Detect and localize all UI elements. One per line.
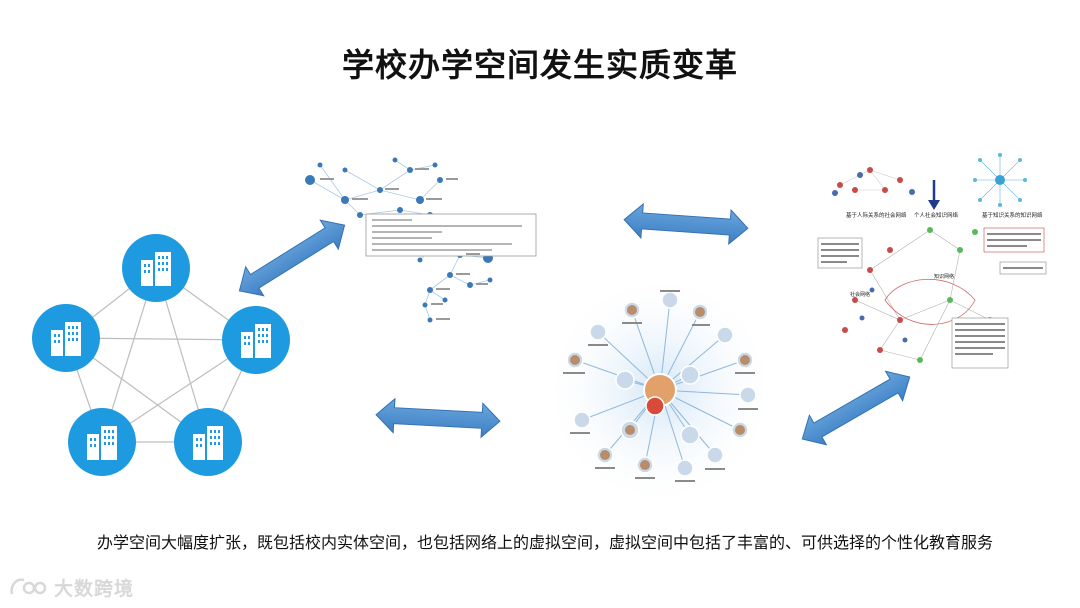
watermark-text: 大数跨境 xyxy=(54,577,135,600)
knowledge-label-personal: 个人社会知识网络 xyxy=(914,211,959,219)
double-arrow-icon xyxy=(238,219,346,297)
building-node-top xyxy=(122,234,190,302)
caption-text: 办学空间大幅度扩张，既包括校内实体空间，也包括网络上的虚拟空间，虚拟空间中包括了… xyxy=(96,533,993,552)
knowledge-label-social: 基于人际关系的社会网络 xyxy=(846,211,907,219)
building-node-bottom-left xyxy=(68,408,136,476)
double-arrow-icon xyxy=(801,370,911,446)
page-title: 学校办学空间发生实质变革 xyxy=(341,46,738,84)
building-node-bottom-right xyxy=(174,408,242,476)
building-node-left xyxy=(32,304,100,372)
knowledge-label-knowledge: 基于知识关系的知识网络 xyxy=(982,211,1043,219)
double-arrow-icon xyxy=(623,202,749,246)
knowledge-net-label: 知识网络 xyxy=(934,273,954,280)
logo-icon xyxy=(10,578,47,595)
double-arrow-icon xyxy=(375,397,501,439)
social-net-label: 社会网络 xyxy=(850,291,870,298)
building-node-right xyxy=(222,306,290,374)
watermark: 大数跨境 xyxy=(8,572,134,602)
